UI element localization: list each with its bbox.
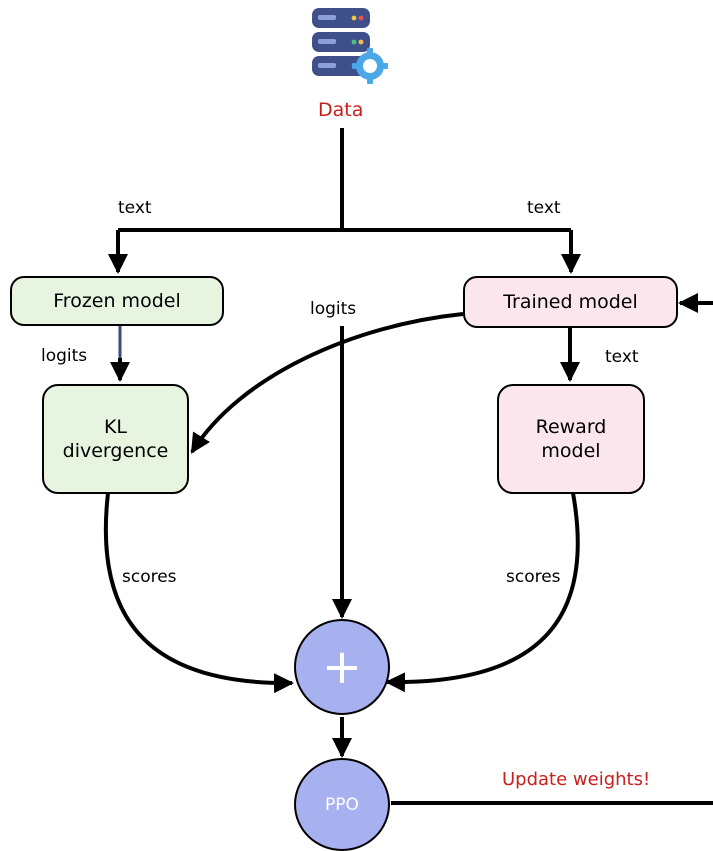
- trained-model-label: Trained model: [503, 291, 638, 313]
- edge-label-logits-left: logits: [41, 346, 88, 366]
- edge-kl-scores-to-sum: [103, 492, 294, 694]
- edge-label-text-left: text: [118, 198, 152, 218]
- kl-divergence-label-line2: divergence: [62, 440, 169, 462]
- edge-label-scores-right: scores: [506, 567, 561, 587]
- edge-label-logits-center: logits: [310, 299, 357, 319]
- reward-model-label-line2: model: [541, 440, 601, 462]
- frozen-model-label: Frozen model: [53, 290, 181, 312]
- kl-divergence-node: KL divergence: [42, 384, 189, 494]
- kl-divergence-label-line1: KL: [103, 416, 128, 438]
- database-gear-icon: [312, 8, 388, 84]
- ppo-label: PPO: [325, 794, 359, 815]
- edge-label-text-right: text: [527, 198, 561, 218]
- data-label: Data: [318, 99, 364, 121]
- edge-trained-logits-to-kl: [190, 312, 464, 454]
- sum-node: +: [294, 619, 390, 715]
- edge-label-scores-left: scores: [122, 567, 177, 587]
- edge-label-update-weights: Update weights!: [502, 769, 651, 790]
- sum-symbol: +: [321, 639, 363, 695]
- reward-model-label-line1: Reward: [535, 416, 607, 438]
- ppo-node: PPO: [294, 758, 390, 851]
- reward-model-node: Reward model: [497, 384, 645, 494]
- edge-label-text-reward: text: [605, 347, 639, 367]
- edge-reward-scores-to-sum: [385, 492, 580, 693]
- frozen-model-node: Frozen model: [10, 276, 224, 326]
- trained-model-node: Trained model: [463, 276, 678, 328]
